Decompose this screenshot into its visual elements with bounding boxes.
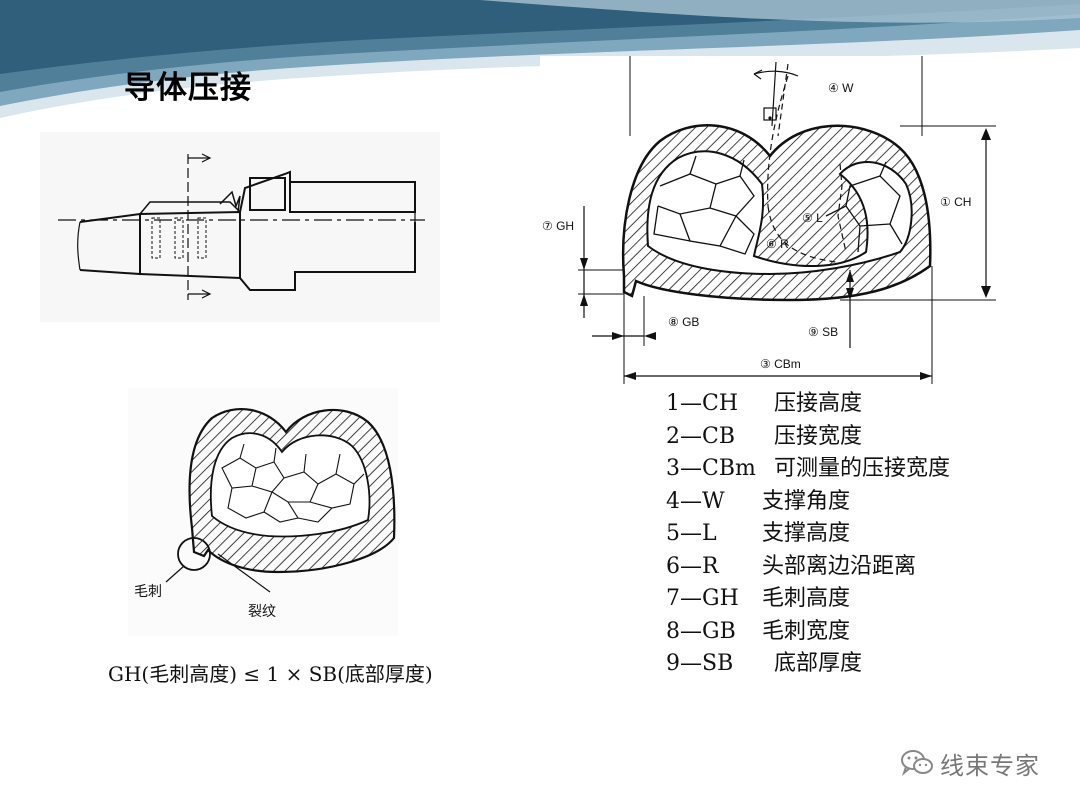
legend-code: 1—CH xyxy=(666,391,739,416)
legend-code: 6—R xyxy=(666,553,719,579)
legend-row: 6—R 头部离边沿距离 xyxy=(666,551,950,584)
label-w: ④ W xyxy=(828,81,854,95)
legend-code: 9—SB xyxy=(666,651,734,676)
label-gb: ⑧ GB xyxy=(668,315,699,329)
watermark: 线束专家 xyxy=(900,746,1040,780)
legend-desc: 底部厚度 xyxy=(774,651,863,676)
burr-height-formula: GH(毛刺高度) ≤ 1 × SB(底部厚度) xyxy=(108,662,433,686)
legend-code: 3—CBm xyxy=(666,456,756,481)
legend-desc: 头部离边沿距离 xyxy=(762,553,917,579)
crimp-cross-section-figure: ④ W ① CH ⑦ GH ⑤ L ⑥ R ⑧ GB ⑨ SB ③ CBm xyxy=(540,56,1000,386)
legend-row: 7—GH 毛刺高度 xyxy=(666,583,950,616)
legend-code: 5—L xyxy=(666,521,717,546)
label-gh: ⑦ GH xyxy=(542,219,574,233)
legend-row: 2—CB 压接宽度 xyxy=(666,421,950,454)
label-sb: ⑨ SB xyxy=(808,325,838,339)
legend-row: 9—SB 底部厚度 xyxy=(666,648,950,681)
legend-code: 2—CB xyxy=(666,423,735,449)
legend-code: 4—W xyxy=(666,488,725,514)
label-cbm: ③ CBm xyxy=(760,357,801,371)
label-crack: 裂纹 xyxy=(248,604,276,620)
legend-code: 7—GH xyxy=(666,586,739,611)
legend-desc: 支撑高度 xyxy=(762,521,851,546)
legend-row: 8—GB 毛刺宽度 xyxy=(666,616,950,649)
slide-title: 导体压接 xyxy=(124,70,252,106)
legend-desc: 支撑角度 xyxy=(762,488,851,514)
label-r: ⑥ R xyxy=(766,237,789,251)
legend-row: 4—W 支撑角度 xyxy=(666,486,950,519)
legend-row: 1—CH 压接高度 xyxy=(666,388,950,421)
wechat-icon xyxy=(901,750,933,777)
legend-code: 8—GB xyxy=(666,618,736,644)
legend-row: 3—CBm 可测量的压接宽度 xyxy=(666,453,950,486)
legend-desc: 毛刺宽度 xyxy=(762,618,851,644)
crimp-defect-figure: 毛刺 裂纹 xyxy=(128,388,398,636)
legend-row: 5—L 支撑高度 xyxy=(666,518,950,551)
legend-desc: 压接高度 xyxy=(774,391,863,416)
legend-desc: 毛刺高度 xyxy=(762,586,851,611)
label-ch: ① CH xyxy=(940,195,971,209)
watermark-text: 线束专家 xyxy=(940,751,1040,780)
crimp-side-view-figure xyxy=(40,132,440,322)
legend-desc: 压接宽度 xyxy=(774,423,863,449)
label-l: ⑤ L xyxy=(802,211,823,225)
legend-desc: 可测量的压接宽度 xyxy=(774,456,951,481)
label-burr: 毛刺 xyxy=(134,584,162,600)
